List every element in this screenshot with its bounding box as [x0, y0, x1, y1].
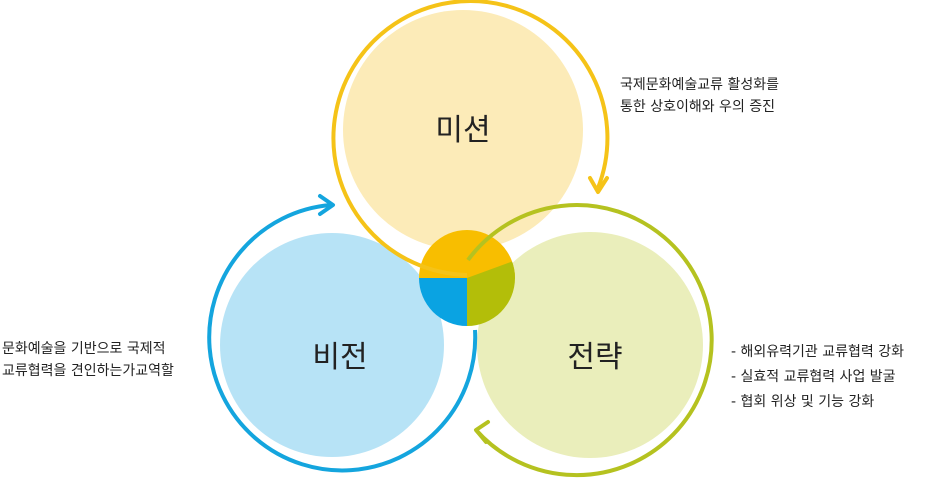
mission-circle — [343, 10, 583, 250]
vision-description-line: 교류협력을 견인하는가교역할 — [2, 363, 174, 379]
mission-label: 미션 — [435, 113, 490, 148]
strategy-description-line: - 협회 위상 및 기능 강화 — [731, 394, 875, 410]
vision-label: 비전 — [312, 340, 367, 375]
mission-arrow-icon — [588, 176, 609, 194]
strategy-description-line: - 해외유력기관 교류협력 강화 — [731, 344, 904, 360]
strategy-ring — [466, 203, 714, 478]
vision-description-line: 문화예술을 기반으로 국제적 — [2, 341, 166, 357]
strategy-description: - 해외유력기관 교류협력 강화 - 실효적 교류협력 사업 발굴 - 협회 위… — [731, 340, 904, 415]
strategy-arrow-icon — [474, 420, 490, 444]
strategy-label: 전략 — [567, 340, 622, 375]
mission-description-line: 국제문화예술교류 활성화를 — [620, 77, 780, 93]
strategy-circle — [477, 232, 703, 458]
vision-arrow-icon — [318, 194, 335, 216]
mission-ring — [331, 0, 610, 277]
vision-description: 문화예술을 기반으로 국제적 교류협력을 견인하는가교역할 — [2, 338, 174, 382]
vision-ring — [207, 194, 478, 473]
vision-circle — [220, 233, 444, 457]
strategy-description-line: - 실효적 교류협력 사업 발굴 — [731, 369, 896, 385]
mission-description-line: 통한 상호이해와 우의 증진 — [620, 99, 776, 115]
mission-description: 국제문화예술교류 활성화를 통한 상호이해와 우의 증진 — [620, 74, 779, 118]
